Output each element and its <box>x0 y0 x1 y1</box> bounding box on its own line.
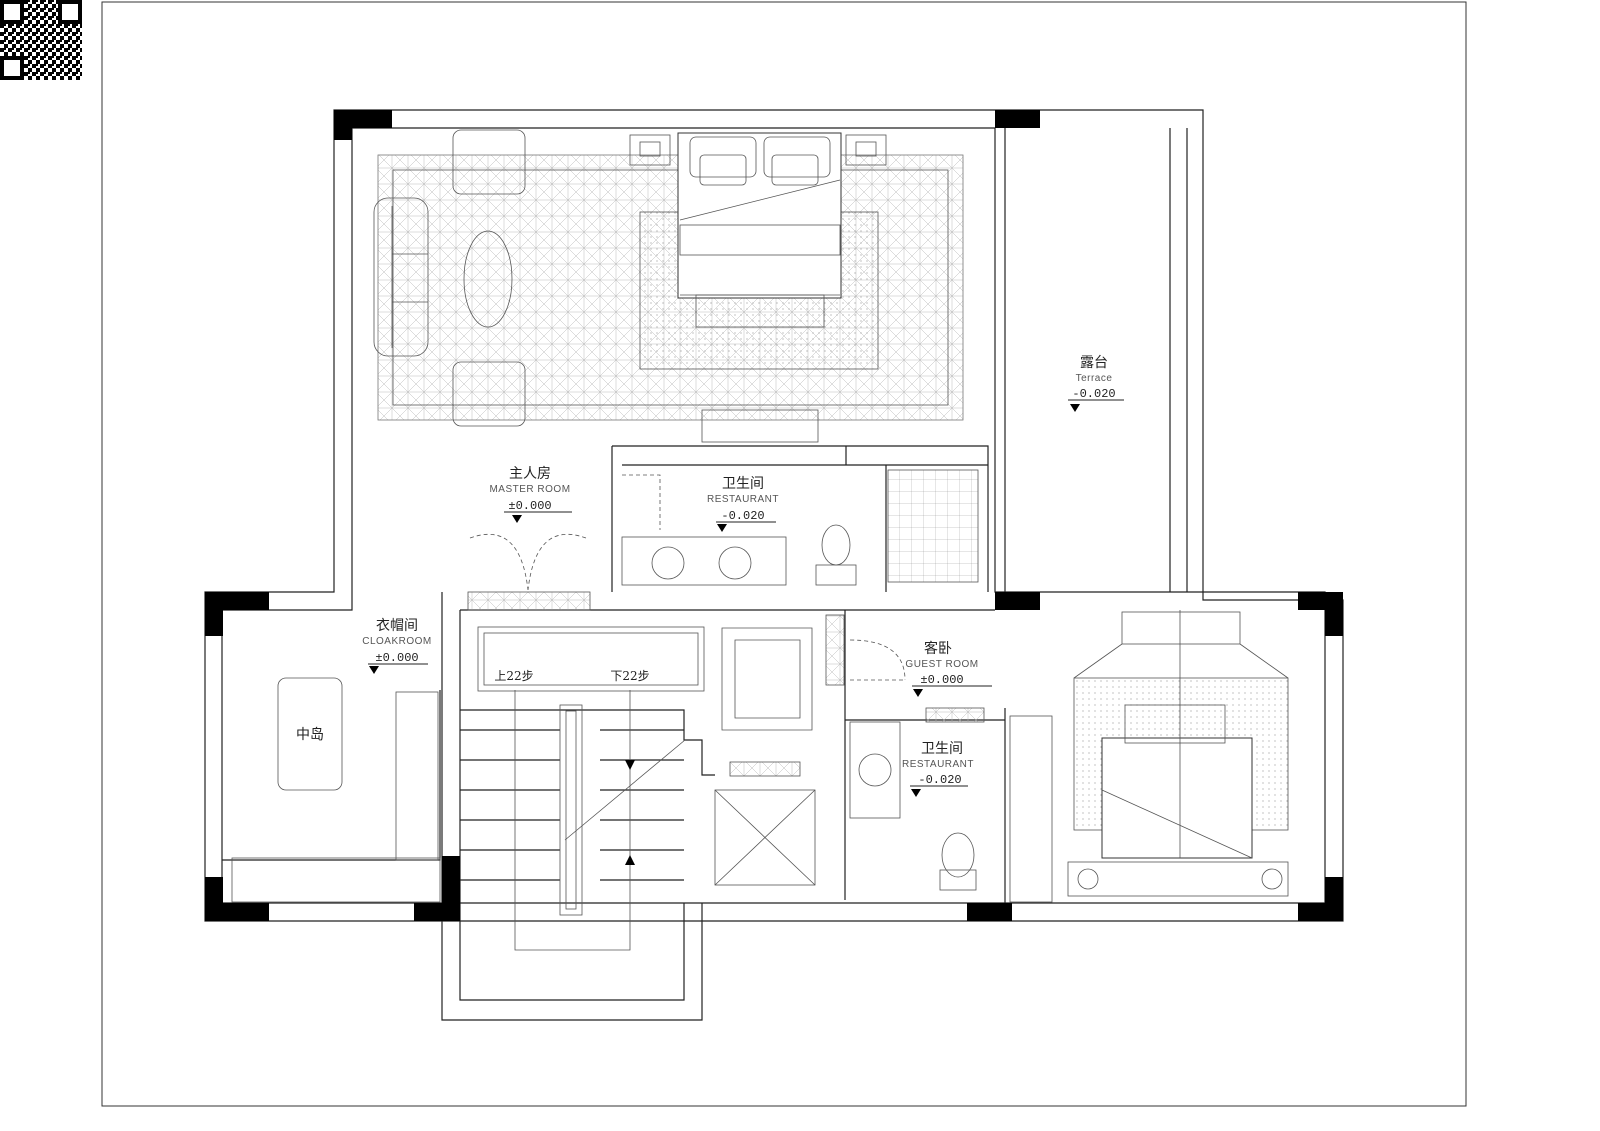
guest-bath-level: -0.020 <box>918 773 961 787</box>
master-bath-en: RESTAURANT <box>707 494 779 505</box>
label-guest-room: 客卧 GUEST ROOM ±0.000 <box>905 640 992 697</box>
qr-code <box>0 0 82 80</box>
cloakroom-level: ±0.000 <box>375 651 418 665</box>
guest-room-level: ±0.000 <box>920 673 963 687</box>
walls <box>204 109 1344 1021</box>
master-room-level: ±0.000 <box>508 499 551 513</box>
cloakroom-en: CLOAKROOM <box>362 636 432 647</box>
terrace-level: -0.020 <box>1072 387 1115 401</box>
guest-bath-cn: 卫生间 <box>921 741 963 757</box>
master-room-cn: 主人房 <box>509 466 551 482</box>
guest-room-cn: 客卧 <box>924 640 952 657</box>
label-terrace: 露台 Terrace -0.020 <box>1068 355 1124 412</box>
master-room-en: MASTER ROOM <box>489 484 570 495</box>
master-bath-level: -0.020 <box>721 509 764 523</box>
terrace-en: Terrace <box>1076 373 1113 384</box>
sheet-border <box>101 1 1467 1107</box>
label-master-bath: 卫生间 RESTAURANT -0.020 <box>707 476 779 532</box>
guest-bath-en: RESTAURANT <box>902 759 974 770</box>
guest-room-en: GUEST ROOM <box>905 659 978 670</box>
staircase <box>460 614 845 951</box>
label-cloakroom: 衣帽间 CLOAKROOM ±0.000 <box>362 618 432 674</box>
terrace-cn: 露台 <box>1080 355 1108 371</box>
label-guest-bath: 卫生间 RESTAURANT -0.020 <box>902 741 974 797</box>
master-furniture <box>373 129 979 583</box>
stairs-down-label: 下22步 <box>610 669 649 683</box>
island-label: 中岛 <box>296 727 324 743</box>
master-bath-cn: 卫生间 <box>722 476 764 492</box>
stairs-up-label: 上22步 <box>494 669 533 683</box>
label-master-room: 主人房 MASTER ROOM ±0.000 <box>489 466 572 523</box>
cloakroom-furniture <box>231 677 441 903</box>
guest-furniture <box>849 610 1289 903</box>
master-bath-fixtures <box>467 474 857 611</box>
cloakroom-cn: 衣帽间 <box>376 618 418 634</box>
